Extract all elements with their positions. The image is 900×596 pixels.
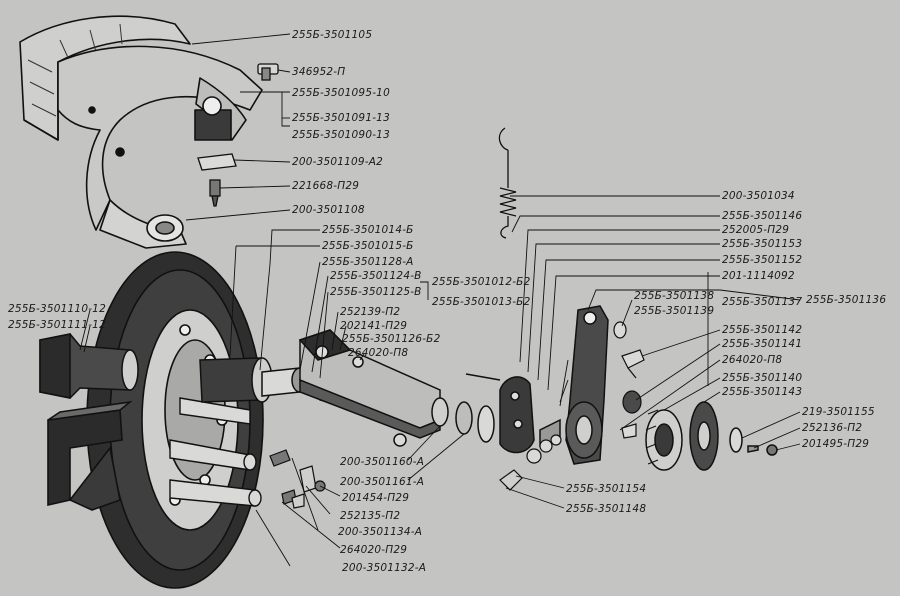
part-label: 221668-П29 [292,180,360,192]
part-label: 252135-П2 [340,510,401,522]
brake-lever [298,329,441,447]
part-label: 255Б-3501143 [722,386,803,398]
part-label: 255Б-3501146 [722,210,803,222]
part-label: 255Б-3501137 [722,296,803,308]
part-label: 264020-П8 [722,354,783,366]
part-label: 252139-П2 [340,306,401,318]
camshaft-left [39,333,139,399]
part-label: 255Б-3501139 [634,305,715,317]
part-label: 255Б-3501090-13 [292,129,390,141]
part-label: 255Б-3501128-А [322,256,414,268]
part-label: 255Б-3501014-Б [322,224,414,236]
part-label: 255Б-3501142 [722,324,803,336]
cam-plate [499,376,535,454]
part-label: 255Б-3501138 [634,290,715,302]
worm-gear [645,401,778,471]
part-label: 200-3501134-А [338,526,423,538]
part-label: 255Б-3501136 [806,294,887,306]
part-label: 255Б-3501013-Б2 [432,296,531,308]
leader-lines [79,33,801,567]
part-label: 201495-П29 [802,438,870,450]
plate [197,153,237,207]
part-label: 255Б-3501095-10 [292,87,390,99]
part-label: 255Б-3501105 [292,29,373,41]
part-label: 200-3501108 [292,204,365,216]
small-hardware [269,449,326,509]
part-label: 252005-П29 [722,224,790,236]
rod [465,373,501,381]
part-label: 255Б-3501126-Б2 [342,333,441,345]
bolt-346952 [257,63,279,81]
part-label: 219-3501155 [802,406,875,418]
part-label: 255Б-3501091-13 [292,112,390,124]
spring [498,127,517,239]
part-label: 202141-П29 [340,320,408,332]
part-label: 346952-П [292,66,346,78]
part-label: 201454-П29 [342,492,410,504]
part-label: 255Б-3501124-В [330,270,422,282]
camshaft-assembly [199,357,309,403]
part-label: 200-3501132-А [342,562,427,574]
part-label: 255Б-3501012-Б2 [432,276,531,288]
part-label: 255Б-3501111-12 [8,319,106,331]
part-label: 255Б-3501148 [566,503,647,515]
part-label: 255Б-3501110-12 [8,303,106,315]
pins [169,397,262,507]
part-label: 200-3501109-А2 [292,156,384,168]
brake-shoe [19,15,263,249]
part-label: 200-3501161-А [340,476,425,488]
part-label: 255Б-3501141 [722,338,803,350]
part-label: 200-3501160-А [340,456,425,468]
bracket [47,400,133,511]
part-label: 264020-П29 [340,544,408,556]
part-label: 255Б-3501140 [722,372,803,384]
part-label: 264020-П8 [348,347,409,359]
part-label: 255Б-3501154 [566,483,647,495]
adjusting-arm [539,305,609,465]
part-label: 255Б-3501153 [722,238,803,250]
part-label: 255Б-3501125-В [330,286,422,298]
part-label: 252136-П2 [802,422,863,434]
part-label: 255Б-3501015-Б [322,240,414,252]
small-parts [499,321,645,491]
part-label: 255Б-3501152 [722,254,803,266]
part-label: 200-3501034 [722,190,795,202]
part-label: 201-1114092 [722,270,795,282]
